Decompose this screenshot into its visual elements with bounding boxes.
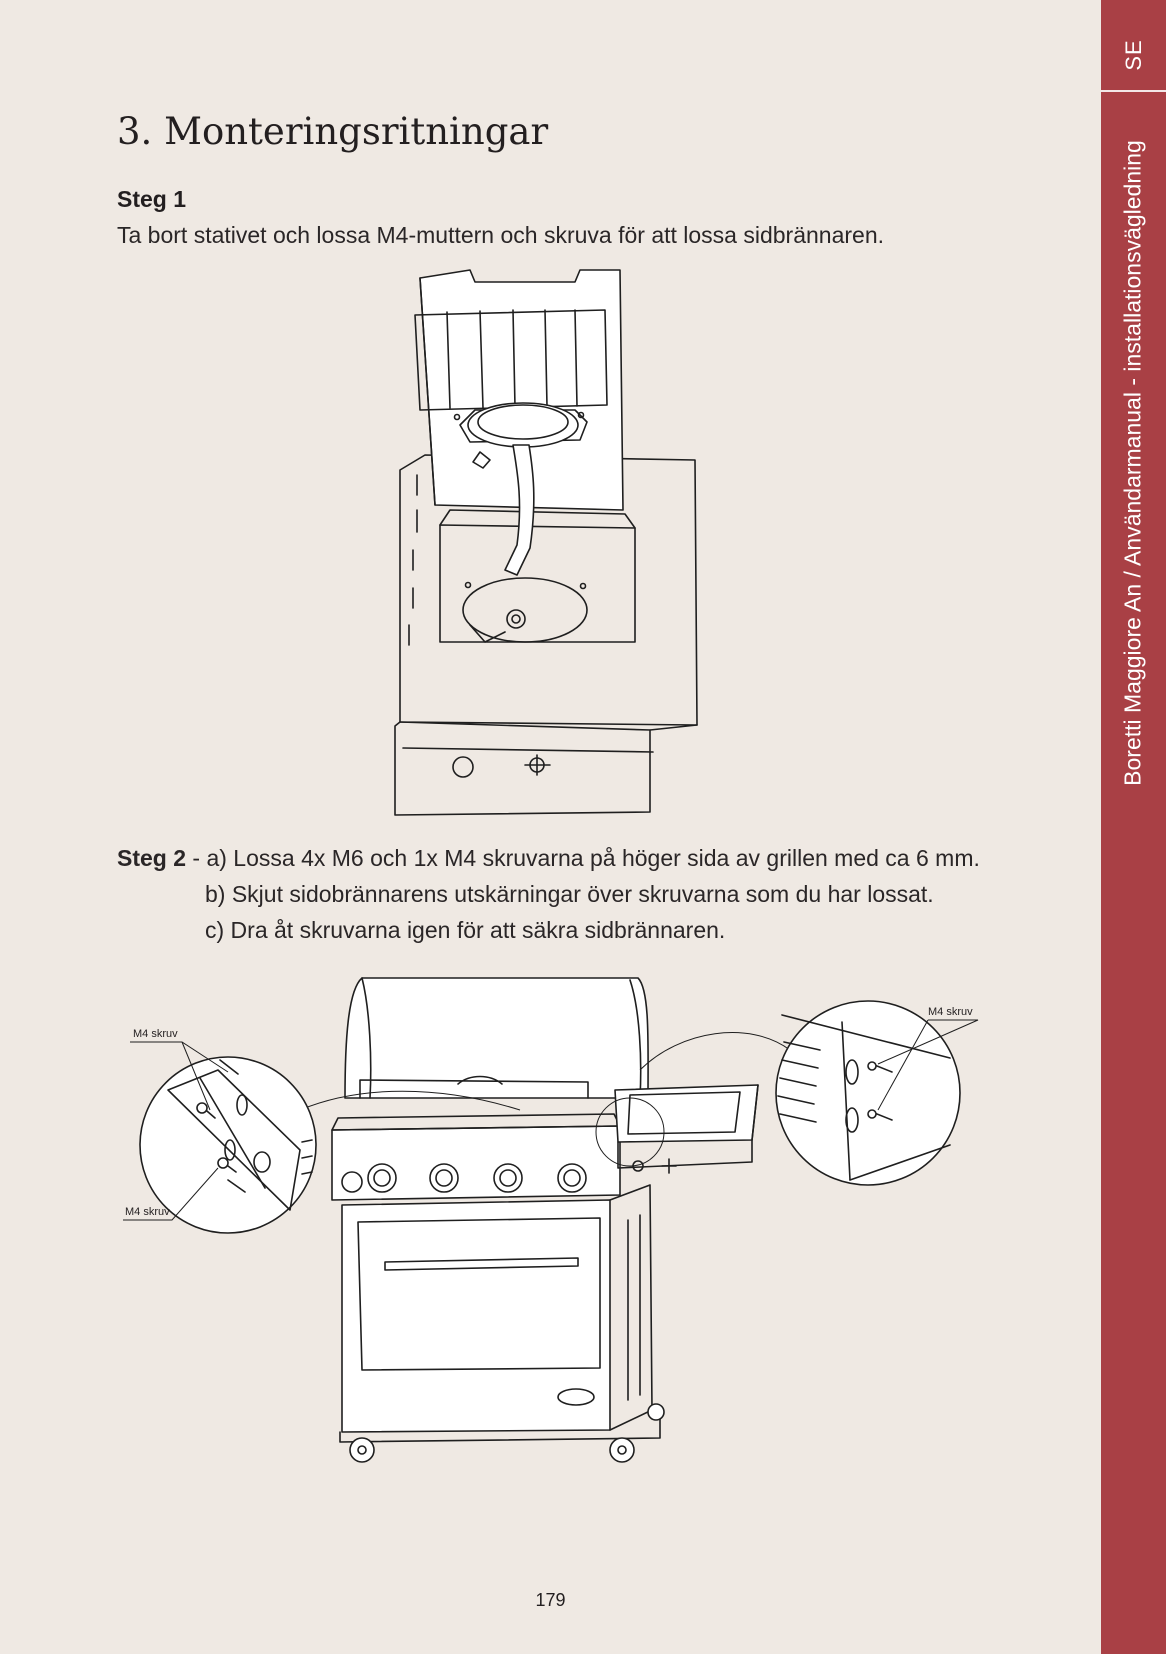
page-number: 179 xyxy=(535,1590,566,1610)
sidebar-divider xyxy=(1101,90,1166,92)
callout-left-bottom: M4 skruv xyxy=(125,1206,170,1218)
callout-left-top: M4 skruv xyxy=(133,1028,178,1040)
page-title: 3. Monteringsritningar xyxy=(117,110,549,153)
step2-line-a: Steg 2 - a) Lossa 4x M6 och 1x M4 skruva… xyxy=(117,845,980,872)
side-burner-illustration xyxy=(394,269,698,816)
step2-line-c: c) Dra åt skruvarna igen för att säkra s… xyxy=(205,917,726,943)
language-tab: SE xyxy=(1101,0,1166,88)
step2-line-b: b) Skjut sidobrännarens utskärningar öve… xyxy=(205,881,934,907)
callout-right-top: M4 skruv xyxy=(928,1006,973,1018)
step2-text-a: - a) Lossa 4x M6 och 1x M4 skruvarna på … xyxy=(186,845,980,871)
step1-text: Ta bort stativet och lossa M4-muttern oc… xyxy=(117,222,885,248)
sidebar-title: Boretti Maggiore An / Användarmanual - i… xyxy=(1119,140,1146,786)
sidebar xyxy=(1101,0,1166,1654)
step2-heading: Steg 2 xyxy=(117,845,187,871)
language-label: SE xyxy=(1120,39,1146,71)
step1-heading: Steg 1 xyxy=(117,186,187,212)
grill-illustration xyxy=(123,977,979,1463)
